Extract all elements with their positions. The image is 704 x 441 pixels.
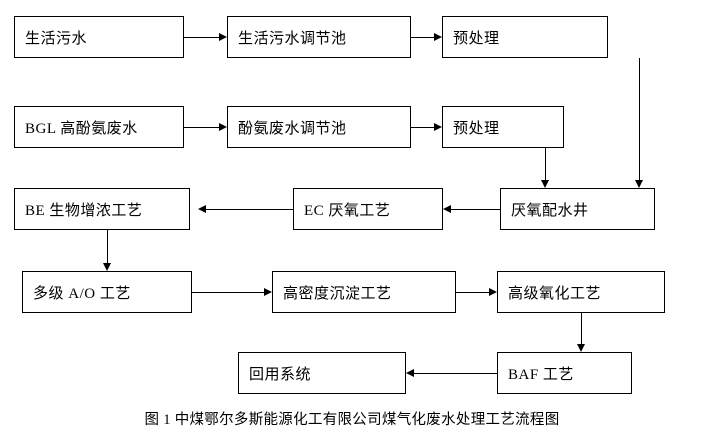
figure-caption: 图 1 中煤鄂尔多斯能源化工有限公司煤气化废水处理工艺流程图	[144, 412, 560, 428]
connector-anaerobic-well-to-ec	[451, 209, 500, 210]
connector-pretreatment-1-to-anaerobic-well	[639, 58, 640, 180]
arrowhead-to-high-density-sedimentation-process	[264, 287, 272, 296]
node-baf-process: BAF 工艺	[497, 352, 632, 394]
node-domestic-regulating-tank: 生活污水调节池	[227, 16, 411, 58]
node-label: 预处理	[453, 30, 500, 47]
arrowhead-to-reuse-system	[406, 368, 414, 377]
node-label: EC 厌氧工艺	[304, 202, 391, 219]
arrowhead-pretreatment-1-to-anaerobic-well	[634, 180, 643, 188]
connector-multistage-ao-to-high-density	[192, 292, 264, 293]
node-advanced-oxidation-process: 高级氧化工艺	[497, 271, 665, 313]
node-label: 厌氧配水井	[511, 202, 589, 219]
node-domestic-sewage: 生活污水	[14, 16, 184, 58]
connector-bgl-to-phenol-regulating-tank	[184, 127, 219, 128]
arrowhead-to-be-bio-enrichment-process	[198, 204, 206, 213]
node-bgl-phenol-ammonia-wastewater: BGL 高酚氨废水	[14, 106, 184, 148]
arrowhead-to-advanced-oxidation-process	[489, 287, 497, 296]
connector-domestic-sewage-to-regulating-tank	[184, 37, 219, 38]
arrowhead-to-baf-process	[576, 344, 585, 352]
node-label: BGL 高酚氨废水	[25, 120, 138, 137]
node-label: 预处理	[453, 120, 500, 137]
arrowhead-pretreatment-2-to-anaerobic-well	[540, 180, 549, 188]
connector-phenol-regulating-tank-to-pretreatment-2	[411, 127, 434, 128]
arrowhead-to-pretreatment-1	[434, 32, 442, 41]
connector-be-to-multistage-ao	[107, 230, 108, 263]
node-anaerobic-distribution-well: 厌氧配水井	[500, 188, 655, 230]
node-pretreatment-2: 预处理	[442, 106, 564, 148]
node-pretreatment-1: 预处理	[442, 16, 608, 58]
connector-advanced-oxidation-to-baf	[581, 313, 582, 344]
node-label: BAF 工艺	[508, 366, 574, 383]
connector-regulating-tank-to-pretreatment-1	[411, 37, 434, 38]
node-label: 高密度沉淀工艺	[283, 285, 392, 302]
connector-high-density-to-advanced-oxidation	[456, 292, 489, 293]
connector-pretreatment-2-to-anaerobic-well	[545, 148, 546, 180]
arrowhead-to-multistage-ao-process	[102, 263, 111, 271]
node-label: 生活污水	[25, 30, 88, 47]
connector-ec-to-be	[206, 209, 293, 210]
node-label: 多级 A/O 工艺	[33, 285, 131, 302]
node-label: 回用系统	[249, 366, 312, 383]
node-label: 酚氨废水调节池	[238, 120, 347, 137]
arrowhead-to-phenol-regulating-tank	[219, 122, 227, 131]
node-label: 生活污水调节池	[238, 30, 347, 47]
node-multistage-ao-process: 多级 A/O 工艺	[22, 271, 192, 313]
connector-baf-to-reuse-system	[414, 373, 497, 374]
node-be-bio-enrichment-process: BE 生物增浓工艺	[14, 188, 190, 230]
arrowhead-to-ec-anaerobic-process	[443, 204, 451, 213]
node-label: 高级氧化工艺	[508, 285, 602, 302]
node-ec-anaerobic-process: EC 厌氧工艺	[293, 188, 443, 230]
node-reuse-system: 回用系统	[238, 352, 406, 394]
node-phenol-ammonia-regulating-tank: 酚氨废水调节池	[227, 106, 411, 148]
node-label: BE 生物增浓工艺	[25, 202, 143, 219]
arrowhead-to-domestic-regulating-tank	[219, 32, 227, 41]
node-high-density-sedimentation-process: 高密度沉淀工艺	[272, 271, 456, 313]
arrowhead-to-pretreatment-2	[434, 122, 442, 131]
